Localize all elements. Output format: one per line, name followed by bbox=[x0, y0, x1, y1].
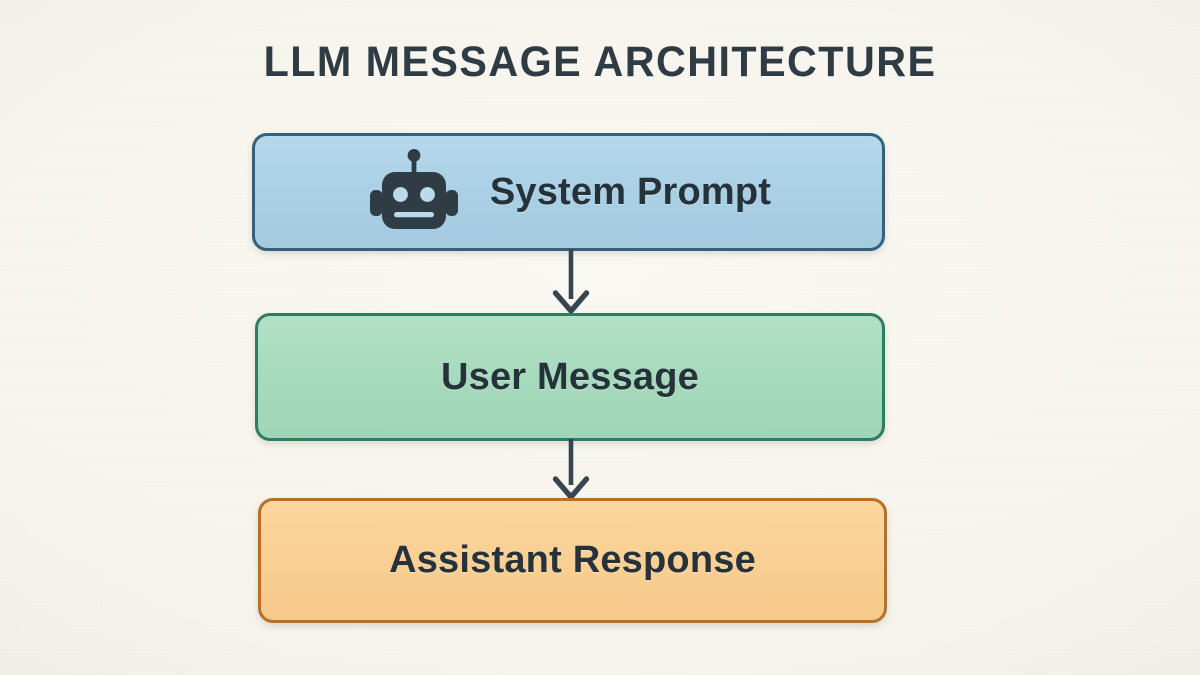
node-user-message[interactable]: User Message bbox=[255, 313, 885, 441]
node-assistant-response-label: Assistant Response bbox=[389, 539, 756, 581]
arrow-system-to-user bbox=[552, 249, 590, 314]
page-title: LLM MESSAGE ARCHITECTURE bbox=[263, 38, 937, 86]
robot-icon bbox=[369, 149, 458, 229]
node-user-message-label: User Message bbox=[441, 355, 699, 398]
arrow-user-to-assistant bbox=[552, 439, 590, 500]
node-system-prompt-content: System Prompt bbox=[366, 149, 771, 235]
node-assistant-response[interactable]: Assistant Response bbox=[258, 498, 887, 623]
node-system-prompt-label: System Prompt bbox=[489, 170, 772, 213]
node-system-prompt[interactable]: System Prompt bbox=[252, 133, 885, 251]
